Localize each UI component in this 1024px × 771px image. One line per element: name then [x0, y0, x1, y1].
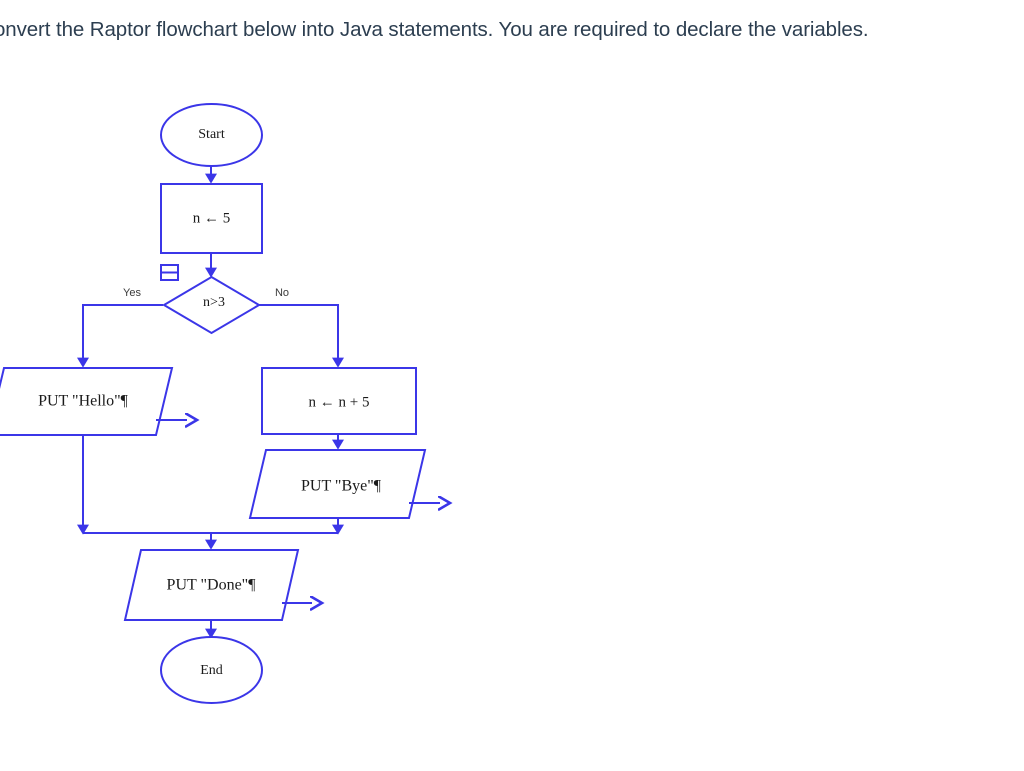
branch-label-yes: Yes [123, 287, 141, 299]
node-assign-n[interactable] [160, 183, 263, 254]
node-assign-n-plus[interactable] [261, 367, 417, 435]
node-end-label: End [200, 663, 223, 678]
node-put-done[interactable] [123, 549, 300, 621]
connector-yes-branch [77, 304, 163, 368]
node-assign-n-label: n ← 5 [193, 210, 231, 226]
node-put-hello[interactable] [0, 367, 174, 436]
node-decision-label: n>3 [203, 295, 225, 310]
node-assign-n-plus-label: n ← n + 5 [309, 394, 370, 410]
node-put-bye-label: PUT "Bye"¶ [301, 478, 382, 495]
node-start[interactable] [160, 103, 263, 167]
node-decision[interactable] [162, 275, 261, 335]
connector-no-branch [259, 304, 344, 368]
question-prompt: onvert the Raptor flowchart below into J… [0, 18, 869, 41]
node-put-done-label: PUT "Done"¶ [167, 577, 257, 594]
branch-label-no: No [275, 287, 289, 299]
node-start-label: Start [198, 127, 225, 142]
node-put-hello-label: PUT "Hello"¶ [38, 393, 129, 410]
node-end[interactable] [160, 636, 263, 704]
node-put-bye[interactable] [248, 449, 427, 519]
